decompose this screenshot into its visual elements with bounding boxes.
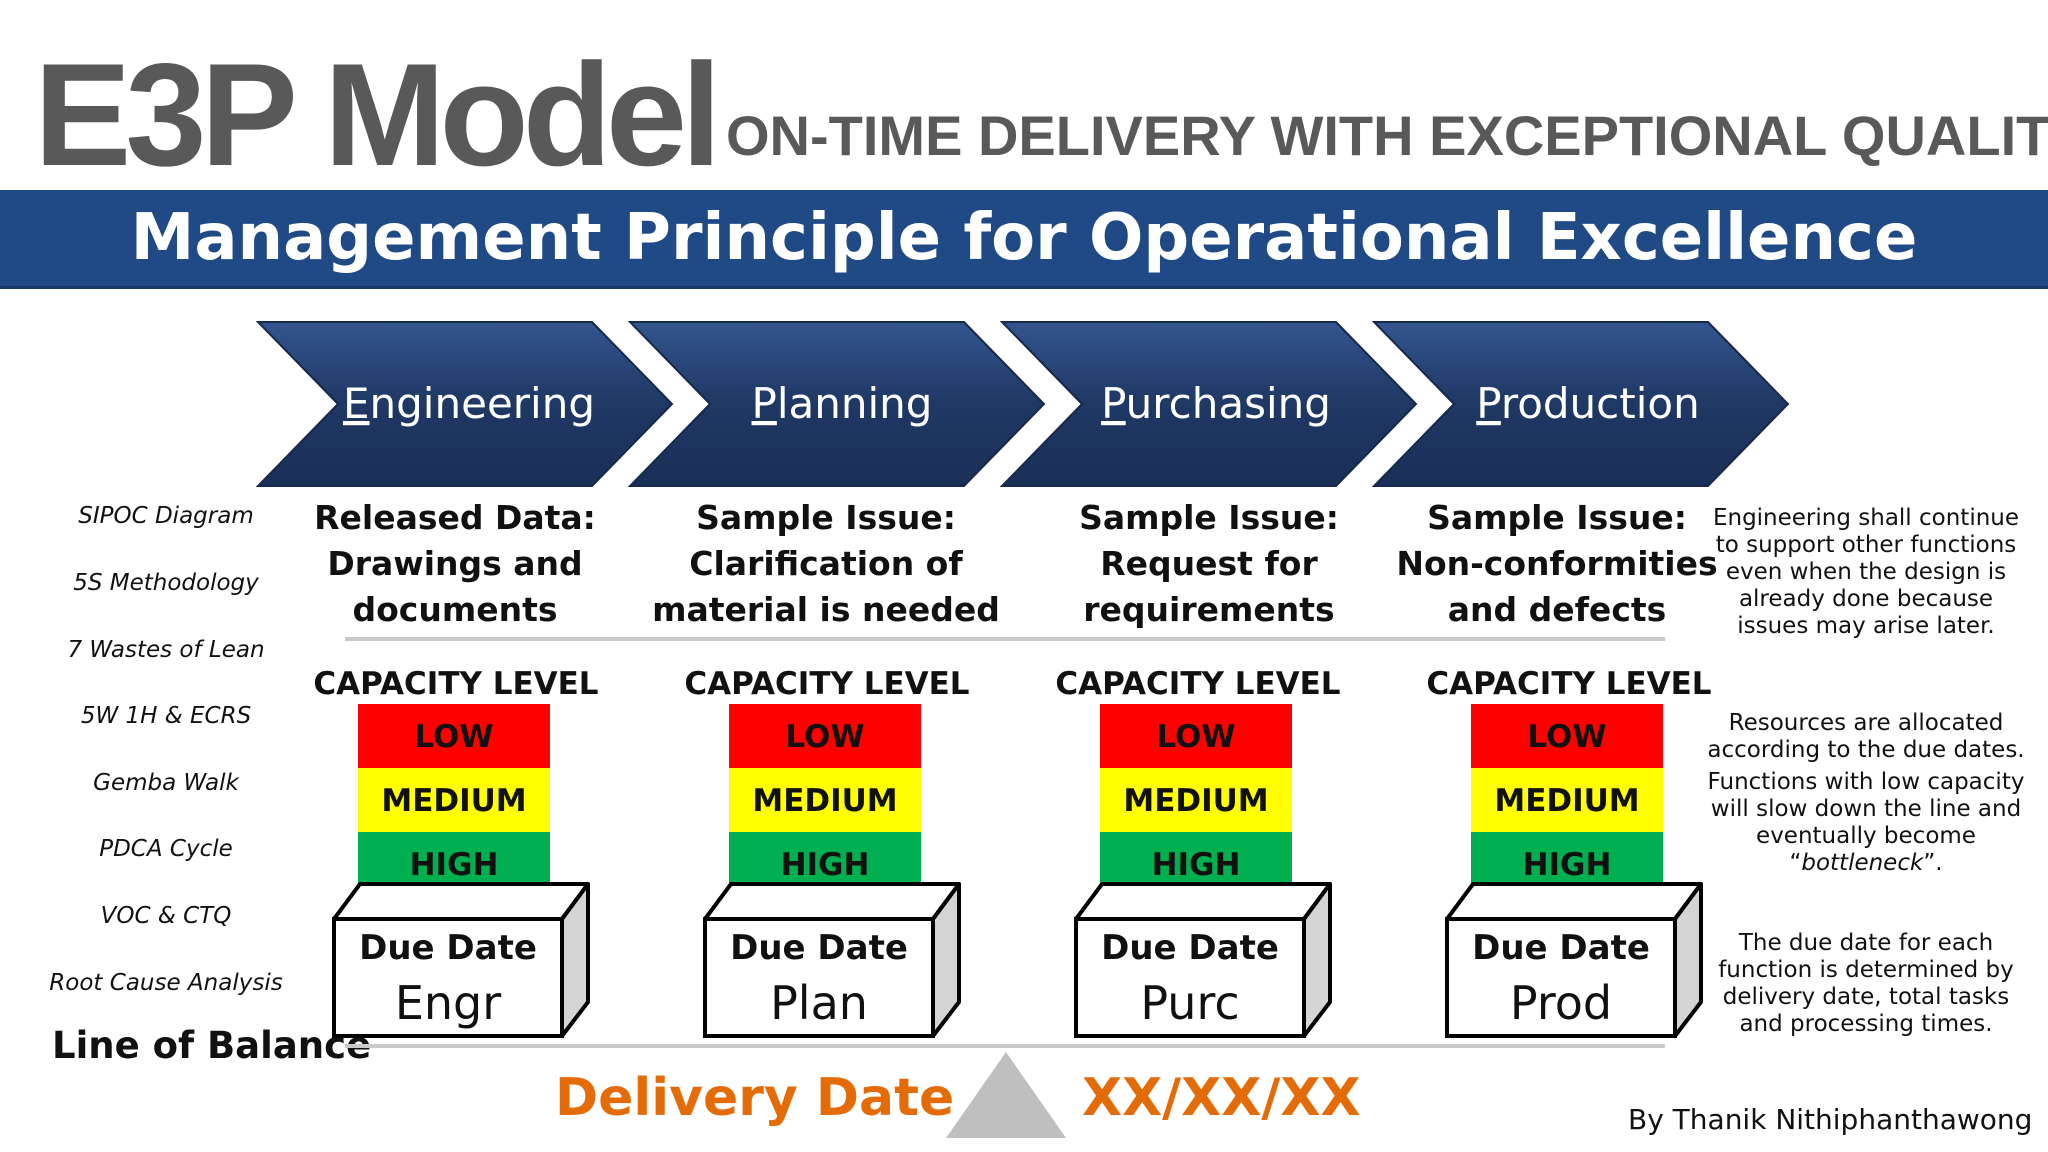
- svg-text:Production: Production: [1476, 379, 1699, 428]
- due-date-code: Prod: [1509, 976, 1613, 1030]
- issue-planning: Sample Issue: Clarification of material …: [636, 495, 1016, 633]
- note-bottleneck-term: bottleneck: [1801, 850, 1924, 876]
- issue-line: Released Data:: [314, 498, 596, 537]
- capacity-medium: MEDIUM: [1471, 768, 1663, 832]
- fulcrum-triangle-icon: [946, 1052, 1066, 1138]
- line-of-balance-label: Line of Balance: [52, 1024, 372, 1067]
- chevron-purchasing: Purchasing: [999, 321, 1418, 487]
- due-date-code: Purc: [1140, 976, 1240, 1030]
- capacity-low: LOW: [358, 704, 550, 768]
- capacity-title: CAPACITY LEVEL: [684, 666, 970, 702]
- capacity-stack-engineering: LOW MEDIUM HIGH: [358, 704, 550, 896]
- process-chevrons: Engineering Planning Purchasing Producti…: [255, 321, 1790, 487]
- svg-text:Engineering: Engineering: [343, 379, 595, 428]
- tool-rca: Root Cause Analysis: [49, 970, 283, 996]
- issue-line: requirements: [1083, 590, 1335, 629]
- capacity-low: LOW: [1100, 704, 1292, 768]
- capacity-title: CAPACITY LEVEL: [1055, 666, 1341, 702]
- issue-line: Clarification of: [689, 544, 963, 583]
- chevron-initial: E: [343, 379, 370, 428]
- svg-text:Planning: Planning: [752, 379, 933, 428]
- balance-line: [345, 1044, 1665, 1048]
- chevron-label-rest: lanning: [777, 379, 933, 428]
- banner: Management Principle for Operational Exc…: [0, 190, 2048, 286]
- due-box-purchasing: [1074, 882, 1332, 1038]
- capacity-stack-production: LOW MEDIUM HIGH: [1471, 704, 1663, 896]
- note-bottleneck: Functions with low capacity will slow do…: [1706, 769, 2026, 877]
- banner-title: Management Principle for Operational Exc…: [130, 201, 1918, 275]
- chevron-label-rest: roduction: [1501, 379, 1700, 428]
- note-due-date: The due date for each function is determ…: [1718, 930, 2014, 1037]
- due-box-engineering: [332, 882, 590, 1038]
- issue-line: and defects: [1447, 590, 1667, 629]
- due-date-label: Due Date: [1472, 928, 1650, 968]
- due-date-code: Engr: [394, 976, 502, 1030]
- due-date-label: Due Date: [730, 928, 908, 968]
- capacity-title: CAPACITY LEVEL: [313, 666, 599, 702]
- chevron-production: Production: [1371, 321, 1790, 487]
- author-credit: By Thanik Nithiphanthawong: [1628, 1103, 2033, 1136]
- chevron-initial: P: [752, 379, 777, 428]
- chevron-engineering: Engineering: [255, 321, 674, 487]
- chevron-label-rest: urchasing: [1126, 379, 1331, 428]
- note-bottleneck-end: ”.: [1923, 850, 1943, 876]
- issue-line: Drawings and: [327, 544, 583, 583]
- note-resources: Resources are allocated according to the…: [1707, 710, 2025, 763]
- capacity-medium: MEDIUM: [1100, 768, 1292, 832]
- tool-5s: 5S Methodology: [73, 570, 259, 596]
- delivery-date-label: Delivery Date: [555, 1068, 955, 1128]
- chevron-initial: P: [1476, 379, 1501, 428]
- capacity-title: CAPACITY LEVEL: [1426, 666, 1712, 702]
- issue-line: Sample Issue:: [1079, 498, 1339, 537]
- tool-voc-ctq: VOC & CTQ: [100, 903, 232, 929]
- issue-line: Sample Issue:: [1427, 498, 1687, 537]
- issue-line: Request for: [1100, 544, 1318, 583]
- issue-line: Sample Issue:: [696, 498, 956, 537]
- chevron-label-rest: ngineering: [370, 379, 595, 428]
- tool-pdca: PDCA Cycle: [99, 836, 233, 862]
- due-date-boxes: [332, 882, 1703, 1038]
- tool-5w1h: 5W 1H & ECRS: [80, 703, 252, 729]
- capacity-low: LOW: [729, 704, 921, 768]
- capacity-stack-planning: LOW MEDIUM HIGH: [729, 704, 921, 896]
- capacity-medium: MEDIUM: [358, 768, 550, 832]
- issue-line: Non-conformities: [1396, 544, 1718, 583]
- capacity-stack-purchasing: LOW MEDIUM HIGH: [1100, 704, 1292, 896]
- due-date-label: Due Date: [1101, 928, 1279, 968]
- issue-line: material is needed: [652, 590, 1000, 629]
- issue-engineering: Released Data: Drawings and documents: [265, 495, 645, 633]
- capacity-low: LOW: [1471, 704, 1663, 768]
- page-title: E3P Model: [34, 33, 722, 196]
- due-date-code: Plan: [770, 976, 868, 1030]
- due-box-production: [1445, 882, 1703, 1038]
- delivery-date-value: XX/XX/XX: [1082, 1068, 1361, 1128]
- svg-text:Purchasing: Purchasing: [1101, 379, 1331, 428]
- capacity-medium: MEDIUM: [729, 768, 921, 832]
- chevron-planning: Planning: [627, 321, 1046, 487]
- note-bottleneck-text: Functions with low capacity will slow do…: [1707, 769, 2025, 876]
- issue-line: documents: [352, 590, 558, 629]
- issue-production: Sample Issue: Non-conformities and defec…: [1374, 495, 1740, 633]
- tool-7-wastes: 7 Wastes of Lean: [67, 637, 265, 663]
- page-tagline: ON-TIME DELIVERY WITH EXCEPTIONAL QUALIT…: [726, 104, 2048, 167]
- tool-sipoc: SIPOC Diagram: [78, 503, 254, 529]
- due-date-label: Due Date: [359, 928, 537, 968]
- chevron-initial: P: [1101, 379, 1126, 428]
- due-box-planning: [703, 882, 961, 1038]
- issue-purchasing: Sample Issue: Request for requirements: [1019, 495, 1399, 633]
- note-engineering-support: Engineering shall continue to support ot…: [1712, 505, 2020, 639]
- divider-line: [345, 637, 1665, 641]
- tool-gemba: Gemba Walk: [93, 770, 239, 796]
